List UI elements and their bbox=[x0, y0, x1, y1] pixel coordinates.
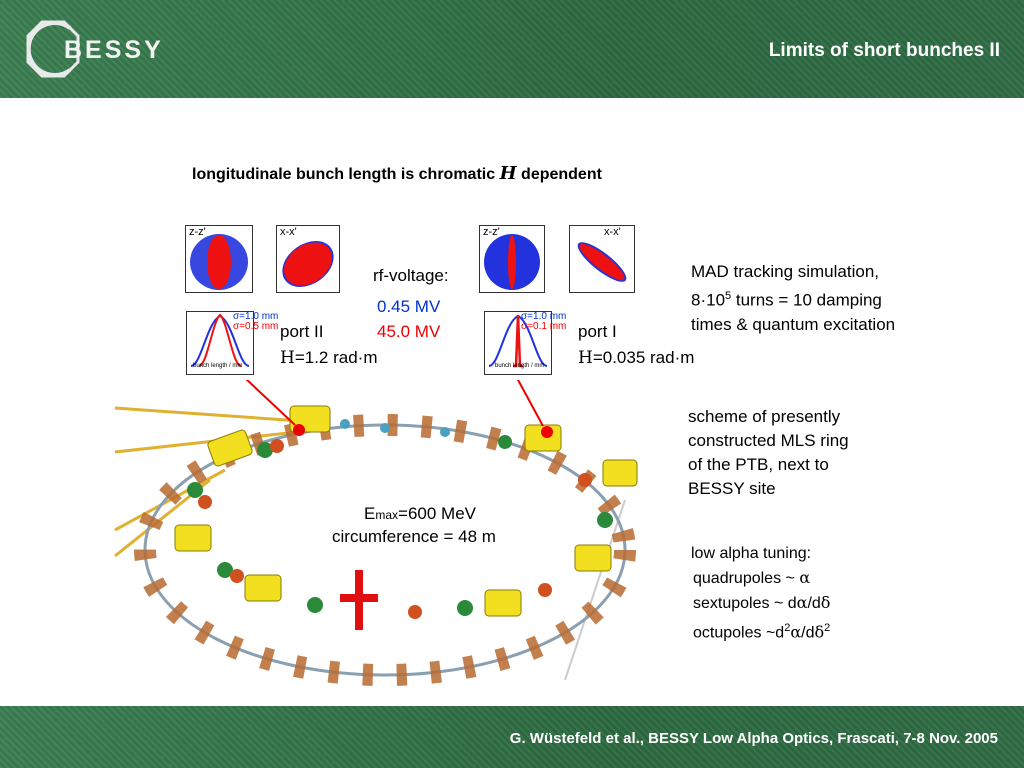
footer-citation: G. Wüstefeld et al., BESSY Low Alpha Opt… bbox=[509, 730, 998, 747]
subtitle-text-end: dependent bbox=[516, 166, 602, 183]
port2-h-value: H=1.2 rad·m bbox=[280, 346, 378, 370]
right-sigma-red-legend: σ=0.1 mm bbox=[521, 321, 567, 332]
quadrupole-magnets bbox=[187, 419, 613, 619]
right-xx-scatter-plot: x-x' bbox=[569, 225, 635, 293]
port2-h-number: =1.2 rad·m bbox=[294, 348, 378, 367]
left-bunch-profile-plot: bunch length / mm bbox=[186, 311, 254, 375]
slide-subtitle: longitudinale bunch length is chromatic … bbox=[192, 163, 602, 184]
right-bunch-profile-graphic bbox=[488, 314, 548, 368]
port2-marker bbox=[293, 424, 305, 436]
footer-bar bbox=[0, 706, 1024, 768]
scheme-description: scheme of presently constructed MLS ring… bbox=[688, 405, 849, 501]
low-alpha-tuning: low alpha tuning: quadrupoles ~ α sextup… bbox=[691, 542, 830, 645]
port1-label: port I bbox=[578, 322, 617, 341]
chromatic-h-symbol: H bbox=[499, 163, 517, 184]
right-zz-scatter-plot: z-z' bbox=[479, 225, 545, 293]
left-bunch-profile-graphic bbox=[190, 313, 250, 367]
tuning-title: low alpha tuning: bbox=[691, 545, 812, 562]
rf-voltage-label: rf-voltage: bbox=[373, 266, 449, 285]
left-profile-xlabel: bunch length / mm bbox=[193, 363, 243, 369]
right-profile-xlabel: bunch length / mm bbox=[495, 363, 545, 369]
left-xx-scatter-plot: x-x' bbox=[276, 225, 340, 293]
emax-label: Emax=600 MeV bbox=[364, 504, 476, 523]
logo-text: BESSY bbox=[64, 36, 164, 64]
header-bar bbox=[0, 0, 1024, 98]
left-zz-scatter-plot: z-z' bbox=[185, 225, 253, 293]
scheme-line-2: constructed MLS ring bbox=[688, 431, 849, 450]
right-xx-label: x-x' bbox=[604, 226, 621, 238]
left-sigma-red-legend: σ=0.5 mm bbox=[233, 321, 279, 332]
port1-h-symbol: H bbox=[578, 348, 593, 368]
subtitle-text-start: longitudinale bunch length is chromatic bbox=[192, 166, 500, 183]
tuning-sextupoles: sextupoles ~ dα/dδ bbox=[693, 593, 831, 612]
mad-line-2: 8·105 turns = 10 damping bbox=[691, 290, 882, 310]
mad-line-1: MAD tracking simulation, bbox=[691, 262, 880, 281]
injection-element bbox=[340, 570, 378, 630]
scheme-line-1: scheme of presently bbox=[688, 407, 841, 426]
right-zz-label: z-z' bbox=[483, 226, 500, 238]
mad-line-3: times & quantum excitation bbox=[691, 314, 896, 334]
circumference-label: circumference = 48 m bbox=[332, 527, 496, 546]
left-zz-label: z-z' bbox=[189, 226, 206, 238]
port2-label: port II bbox=[280, 322, 324, 341]
left-zz-scatter-graphic bbox=[190, 234, 248, 290]
scheme-line-3: of the PTB, next to bbox=[688, 455, 829, 474]
port1-h-value: H=0.035 rad·m bbox=[578, 346, 694, 370]
left-sigma-blue-legend: σ=1.0 mm bbox=[233, 311, 279, 322]
port2-h-symbol: H bbox=[280, 348, 295, 368]
left-xx-scatter-graphic bbox=[282, 241, 334, 287]
tuning-octupoles: octupoles ~d2α/dδ2 bbox=[693, 622, 831, 642]
port2-arrow bbox=[245, 380, 296, 426]
bessy-logo-icon bbox=[26, 20, 80, 78]
rf-voltage-low: 0.45 MV bbox=[377, 297, 441, 316]
rf-voltage-high: 45.0 MV bbox=[377, 322, 441, 341]
mls-ring-illustration bbox=[114, 380, 638, 686]
beamline-3 bbox=[114, 468, 226, 532]
ring-girders bbox=[134, 414, 636, 686]
right-xx-scatter-graphic bbox=[577, 242, 627, 282]
left-xx-label: x-x' bbox=[280, 226, 297, 238]
port1-arrow bbox=[516, 380, 544, 427]
scheme-line-4: BESSY site bbox=[688, 479, 776, 498]
right-bunch-profile-plot: bunch length / mm bbox=[484, 311, 552, 375]
beamline-5 bbox=[564, 499, 626, 681]
slide-title: Limits of short bunches II bbox=[768, 40, 1000, 61]
tuning-quadrupoles: quadrupoles ~ α bbox=[693, 568, 811, 587]
right-sigma-blue-legend: σ=1.0 mm bbox=[521, 311, 567, 322]
mad-simulation-text: MAD tracking simulation, 8·105 turns = 1… bbox=[691, 260, 895, 337]
port1-marker bbox=[541, 426, 553, 438]
port1-h-number: =0.035 rad·m bbox=[592, 348, 695, 367]
beamline-1 bbox=[114, 406, 316, 424]
right-zz-scatter-graphic bbox=[484, 234, 540, 290]
